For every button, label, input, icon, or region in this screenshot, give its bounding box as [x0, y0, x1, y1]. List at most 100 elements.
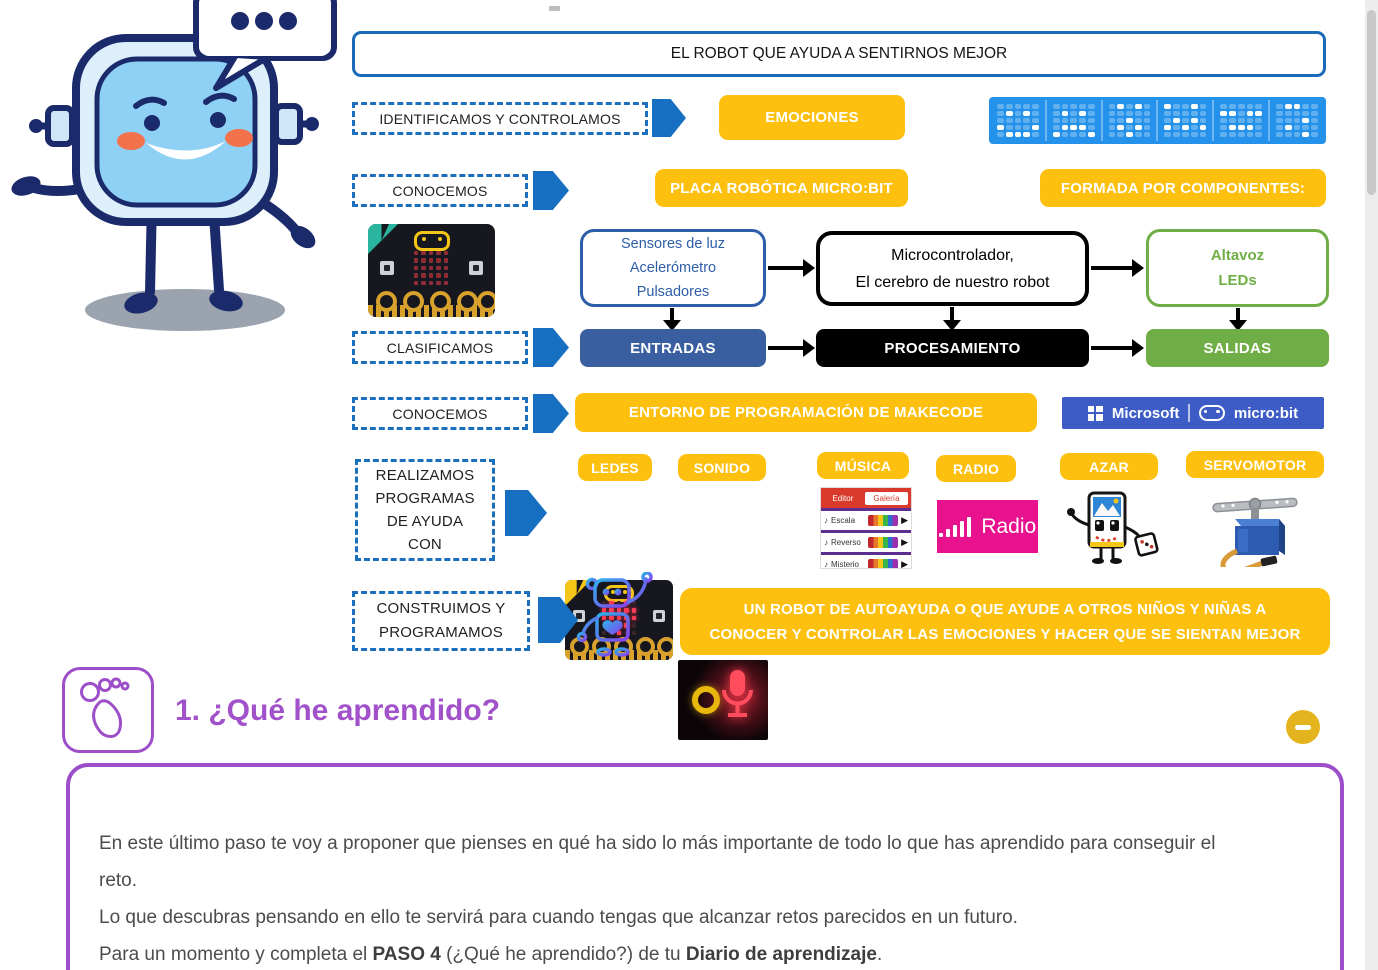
logo-divider [1188, 404, 1190, 422]
play-icon: ▶ [901, 515, 908, 525]
play-icon: ▶ [901, 537, 908, 547]
flow-line: Microcontrolador, [891, 246, 1014, 264]
procesamiento-label: PROCESAMIENTO [884, 339, 1021, 357]
pin-ring [376, 291, 397, 312]
formada-label: FORMADA POR COMPONENTES: [1060, 179, 1306, 197]
music-row: ♪ Reverso ▶ [821, 530, 911, 552]
scrollbar-track[interactable] [1365, 0, 1378, 970]
music-row-name: Escala [831, 516, 856, 525]
p3-pre: Para un momento y completa el [99, 944, 373, 965]
step-label: CONOCEMOS [392, 182, 488, 199]
item-label: LEDES [591, 459, 639, 476]
microsoft-microbit-logo: Microsoft micro:bit [1062, 397, 1324, 429]
led-face-tile [991, 100, 1047, 141]
robot-line-icon [576, 572, 653, 657]
minus-icon [1295, 724, 1311, 730]
color-bar [868, 559, 899, 568]
p3-mid: (¿Qué he aprendido?) de tu [440, 944, 686, 965]
signal-bars-icon [938, 516, 972, 537]
item-label: MÚSICA [834, 457, 892, 474]
tab-galeria: Galería [865, 491, 908, 505]
led-face-tile [1047, 100, 1103, 141]
result-line: CONOCER Y CONTROLAR LAS EMOCIONES Y HACE… [709, 625, 1301, 643]
section-heading-text: 1. ¿Qué he aprendido? [175, 694, 501, 727]
azar-image [1063, 487, 1161, 567]
musica-panel-image: Editor Galería ♪ Escala ▶ ♪ Reverso ▶ ♪ … [820, 487, 912, 569]
flow-line: Acelerómetro [629, 260, 717, 276]
music-row: ♪ Misterio ▶ [821, 552, 911, 569]
item-label: SONIDO [693, 459, 751, 476]
music-row-name: Reverso [831, 538, 861, 547]
button-b-icon [469, 261, 483, 275]
connector-arrow-down [1229, 308, 1247, 331]
step-label: CLASIFICAMOS [386, 339, 494, 356]
formada-tag: FORMADA POR COMPONENTES: [1040, 169, 1326, 207]
speech-bubble-dots [193, 0, 337, 91]
sonido-tag: SONIDO [678, 454, 766, 481]
step-label: CONOCEMOS [392, 405, 488, 422]
collapse-section-button[interactable] [1286, 710, 1320, 744]
dice-icon [1134, 532, 1159, 557]
music-row-name: Misterio [831, 560, 860, 569]
step-line: DE AYUDA [386, 513, 464, 530]
note-icon: ♪ [824, 560, 828, 569]
item-label: SERVOMOTOR [1203, 456, 1307, 473]
note-icon: ♪ [824, 516, 828, 525]
note-icon: ♪ [824, 538, 828, 547]
footprint-badge [62, 667, 154, 753]
result-tag: UN ROBOT DE AUTOAYUDA O QUE AYUDE A OTRO… [680, 588, 1330, 655]
play-icon: ▶ [901, 559, 908, 569]
connector-arrow-down [943, 307, 961, 331]
entradas-box: ENTRADAS [580, 329, 766, 367]
music-row: ♪ Escala ▶ [821, 508, 911, 530]
flow-line: El cerebro de nuestro robot [855, 273, 1050, 291]
music-tabs: Editor Galería [821, 488, 911, 508]
connector-arrow [1091, 259, 1144, 277]
connector-arrow-down [663, 308, 681, 331]
salidas-label: SALIDAS [1203, 339, 1272, 357]
button-b-icon [653, 610, 665, 622]
led-face-tile [1158, 100, 1215, 141]
makecode-tag: ENTORNO DE PROGRAMACIÓN DE MAKECODE [575, 393, 1037, 432]
musica-tag: MÚSICA [817, 452, 909, 479]
flow-line: Pulsadores [636, 284, 710, 300]
servomotor-tag: SERVOMOTOR [1186, 451, 1324, 478]
step-line: CON [408, 536, 442, 553]
flow-line: Sensores de luz [621, 236, 725, 252]
entradas-label: ENTRADAS [630, 339, 716, 357]
microsoft-squares-icon [1087, 405, 1103, 421]
microbit-board-image [368, 224, 495, 317]
flow-line: Altavoz [1210, 247, 1265, 264]
pin-ring [403, 291, 424, 312]
step-conocemos-1: CONOCEMOS [352, 174, 528, 207]
step-identificamos: IDENTIFICAMOS Y CONTROLAMOS [352, 102, 648, 135]
placa-tag: PLACA ROBÓTICA MICRO:BIT [655, 169, 908, 207]
led-faces-strip [989, 97, 1326, 144]
step-line: REALIZAMOS [375, 467, 475, 484]
step-line: PROGRAMAS [375, 490, 475, 507]
reflection-panel: En este último paso te voy a proponer qu… [66, 763, 1344, 970]
radio-tag: RADIO [936, 455, 1016, 482]
salidas-box: SALIDAS [1146, 329, 1329, 367]
led-face-tile [1214, 100, 1271, 141]
step-construimos: CONSTRUIMOS Y PROGRAMAMOS [352, 591, 530, 651]
drag-handle-dash [549, 6, 560, 11]
microbit-face-icon [1198, 405, 1225, 421]
flow-line: LEDs [1218, 272, 1257, 289]
arrow-right-icon [533, 171, 569, 210]
procesamiento-box: PROCESAMIENTO [816, 329, 1089, 367]
robot-mascot [11, 0, 337, 331]
microbit-wordmark: micro:bit [1233, 404, 1299, 422]
step-line: CONSTRUIMOS Y [376, 600, 506, 617]
emociones-label: EMOCIONES [765, 109, 859, 126]
panel-paragraph-1: En este último paso te voy a proponer qu… [99, 833, 1216, 891]
step-clasificamos: CLASIFICAMOS [352, 331, 528, 364]
infographic-title: EL ROBOT QUE AYUDA A SENTIRNOS MEJOR [670, 45, 1008, 62]
connector-arrow [768, 339, 815, 357]
servomotor-image [1212, 497, 1298, 567]
board-decor [368, 224, 398, 254]
led-face-tile [1270, 100, 1324, 141]
scrollbar-thumb[interactable] [1367, 10, 1376, 195]
speaker-ring-icon [692, 686, 720, 714]
